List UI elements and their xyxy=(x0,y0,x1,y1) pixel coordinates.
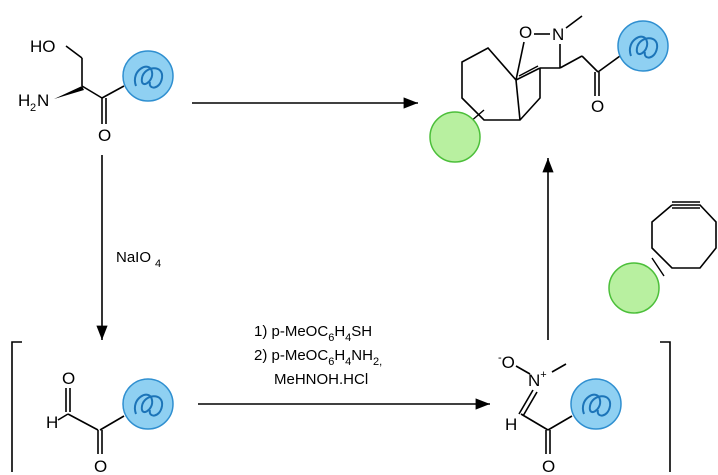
peptide-blue-circle xyxy=(122,50,174,102)
bracket-right xyxy=(660,341,671,472)
oxygen-charge: - xyxy=(498,352,502,364)
wedge-bond xyxy=(54,86,84,99)
svg-text:1) p-MeOC6H4SH: 1) p-MeOC6H4SH xyxy=(254,323,372,344)
svg-text:2) p-MeOC6H4NH2,: 2) p-MeOC6H4NH2, xyxy=(254,347,382,368)
svg-text:N+: N+ xyxy=(528,369,547,390)
amine-subscript: 2 xyxy=(30,102,36,114)
aldehyde-h-label: H xyxy=(46,413,58,432)
ketone-o-label: O xyxy=(94,457,107,475)
ring-n-label: N xyxy=(552,25,564,44)
nitrogen-charge: + xyxy=(540,369,546,381)
amine-n-label: N xyxy=(37,91,49,110)
reagent-naio4: NaIO xyxy=(116,249,151,266)
cond3-text: MeHNOH.HCl xyxy=(274,371,368,388)
peptide-blue-circle-3 xyxy=(570,378,622,430)
cond1-text: 1) p-MeOC xyxy=(254,323,328,340)
green-tag-circle xyxy=(608,262,660,314)
nitrone-n: N xyxy=(528,371,540,390)
aldehyde-o-label: O xyxy=(62,369,75,388)
hydroxyl-label: HO xyxy=(30,37,56,56)
green-tag-circle-product xyxy=(429,111,481,163)
nitrone-ketone-o: O xyxy=(542,457,555,475)
reagent-naio4-sub: 4 xyxy=(155,258,161,270)
amine-h-label: H xyxy=(18,91,30,110)
nitrone-residue: -O N+ H O xyxy=(498,352,622,475)
cond2-text: 2) p-MeOC xyxy=(254,347,328,364)
peptide-blue-circle-4 xyxy=(617,20,669,72)
isoxazoline-product: O N O xyxy=(429,15,669,163)
glyoxyl-residue: O H O xyxy=(46,369,174,475)
cyclooctyne-reagent xyxy=(608,201,717,314)
nitrone-h: H xyxy=(505,415,517,434)
carbonyl-o-label: O xyxy=(98,126,111,145)
conditions-block: 1) p-MeOC6H4SH 2) p-MeOC6H4NH2, MeHNOH.H… xyxy=(254,323,382,388)
peptide-blue-circle-2 xyxy=(122,378,174,430)
svg-text:-O: -O xyxy=(498,352,515,372)
ring-o-label: O xyxy=(519,23,532,42)
serine-residue: HO H 2 N O xyxy=(18,37,174,145)
product-ketone-o: O xyxy=(591,97,604,116)
bracket-left xyxy=(11,341,22,472)
